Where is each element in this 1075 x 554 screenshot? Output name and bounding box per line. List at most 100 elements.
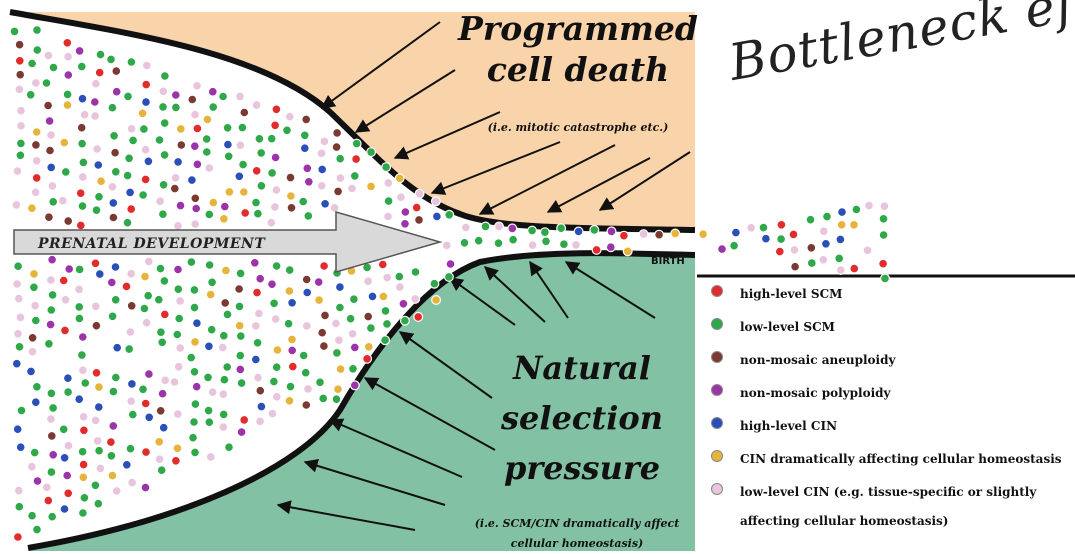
cell-dot	[32, 156, 41, 165]
cell-dot	[176, 344, 185, 353]
cell-dot	[64, 52, 73, 61]
legend-item-high-cin: high-level CIN	[705, 412, 1075, 441]
cell-dot	[127, 205, 136, 214]
cell-dot	[32, 141, 41, 150]
cell-dot	[218, 343, 227, 352]
top-title-line2: cell death	[448, 53, 708, 86]
cell-dot	[156, 264, 165, 273]
cell-dot	[205, 342, 214, 351]
cell-dot	[272, 262, 281, 271]
cell-dot	[384, 212, 393, 221]
cell-dot	[28, 462, 37, 471]
cell-dot	[159, 103, 168, 112]
cell-dot	[395, 272, 404, 281]
cell-dot	[173, 444, 182, 453]
cell-dot	[317, 181, 326, 190]
cell-dot	[160, 310, 169, 319]
prenatal-development-label: PRENATAL DEVELOPMENT	[38, 236, 265, 252]
cell-dot	[60, 138, 69, 147]
cell-dot	[14, 533, 23, 542]
cell-dot	[91, 481, 100, 490]
cell-dot	[129, 136, 138, 145]
cell-dot	[879, 259, 888, 268]
cell-dot	[432, 197, 441, 206]
cell-dot	[272, 186, 281, 195]
cell-dot	[170, 184, 179, 193]
cell-dot	[79, 509, 88, 518]
cell-dot	[349, 364, 358, 373]
cell-dot	[240, 108, 249, 117]
cell-dot	[64, 388, 73, 397]
cell-dot	[352, 155, 361, 164]
cell-dot	[126, 188, 135, 197]
cell-dot	[141, 399, 150, 408]
cell-dot	[850, 264, 859, 273]
cell-dot	[47, 389, 56, 398]
cell-dot	[253, 288, 262, 297]
cell-dot	[239, 188, 248, 197]
cell-dot	[333, 129, 342, 138]
cell-dot	[174, 221, 183, 230]
cell-dot	[257, 402, 266, 411]
cell-dot	[144, 291, 153, 300]
cell-dot	[411, 295, 420, 304]
cell-dot	[363, 354, 372, 363]
cell-dot	[112, 487, 121, 496]
cell-dot	[12, 359, 21, 368]
natural-selection-note-line1: (i.e. SCM/CIN dramatically affect	[452, 514, 702, 534]
cell-dot	[170, 378, 179, 387]
cell-dot	[16, 151, 25, 160]
cell-dot	[97, 177, 106, 186]
cell-dot	[220, 202, 229, 211]
cell-dot	[415, 216, 424, 225]
cell-dot	[334, 385, 343, 394]
cell-dot	[401, 219, 410, 228]
cell-dot	[288, 362, 297, 371]
cell-dot	[237, 379, 246, 388]
cell-dot	[205, 261, 214, 270]
legend-text: non-mosaic aneuploidy	[740, 346, 1070, 375]
cell-dot	[254, 373, 263, 382]
cell-dot	[268, 280, 277, 289]
cell-dot	[155, 136, 164, 145]
cell-dot	[94, 403, 103, 412]
cell-dot	[122, 460, 131, 469]
cell-dot	[92, 206, 101, 215]
cell-dot	[336, 365, 345, 374]
cell-dot	[47, 468, 56, 477]
cell-dot	[819, 255, 828, 264]
cell-dot	[77, 62, 86, 71]
legend-item-cin-homeostasis: CIN dramatically affecting cellular home…	[705, 445, 1075, 474]
cell-dot	[30, 270, 39, 279]
cell-dot	[205, 418, 214, 427]
cell-dot	[836, 235, 845, 244]
cell-dot	[58, 196, 67, 205]
cell-dot	[193, 124, 202, 133]
cell-dot	[303, 164, 312, 173]
cell-dot	[128, 478, 137, 487]
cell-dot	[155, 455, 164, 464]
cell-dot	[141, 145, 150, 154]
cell-dot	[474, 236, 483, 245]
cell-dot	[285, 396, 294, 405]
cell-dot	[111, 295, 120, 304]
cell-dot	[333, 349, 342, 358]
cell-dot	[75, 285, 84, 294]
cell-dot	[90, 98, 99, 107]
cell-dot	[191, 400, 200, 409]
cell-dot	[442, 241, 451, 250]
cell-dot	[14, 262, 23, 271]
cell-dot	[96, 50, 105, 59]
cell-dot	[63, 90, 72, 99]
cell-dot	[15, 85, 24, 94]
cell-dot	[15, 502, 24, 511]
cell-dot	[16, 443, 25, 452]
cell-dot	[378, 260, 387, 269]
cell-dot	[320, 137, 329, 146]
cell-dot	[92, 79, 101, 88]
cell-dot	[12, 201, 21, 210]
cell-dot	[49, 197, 58, 206]
cell-dot	[255, 309, 264, 318]
natural-selection-title: Natural selection pressure	[462, 352, 702, 484]
